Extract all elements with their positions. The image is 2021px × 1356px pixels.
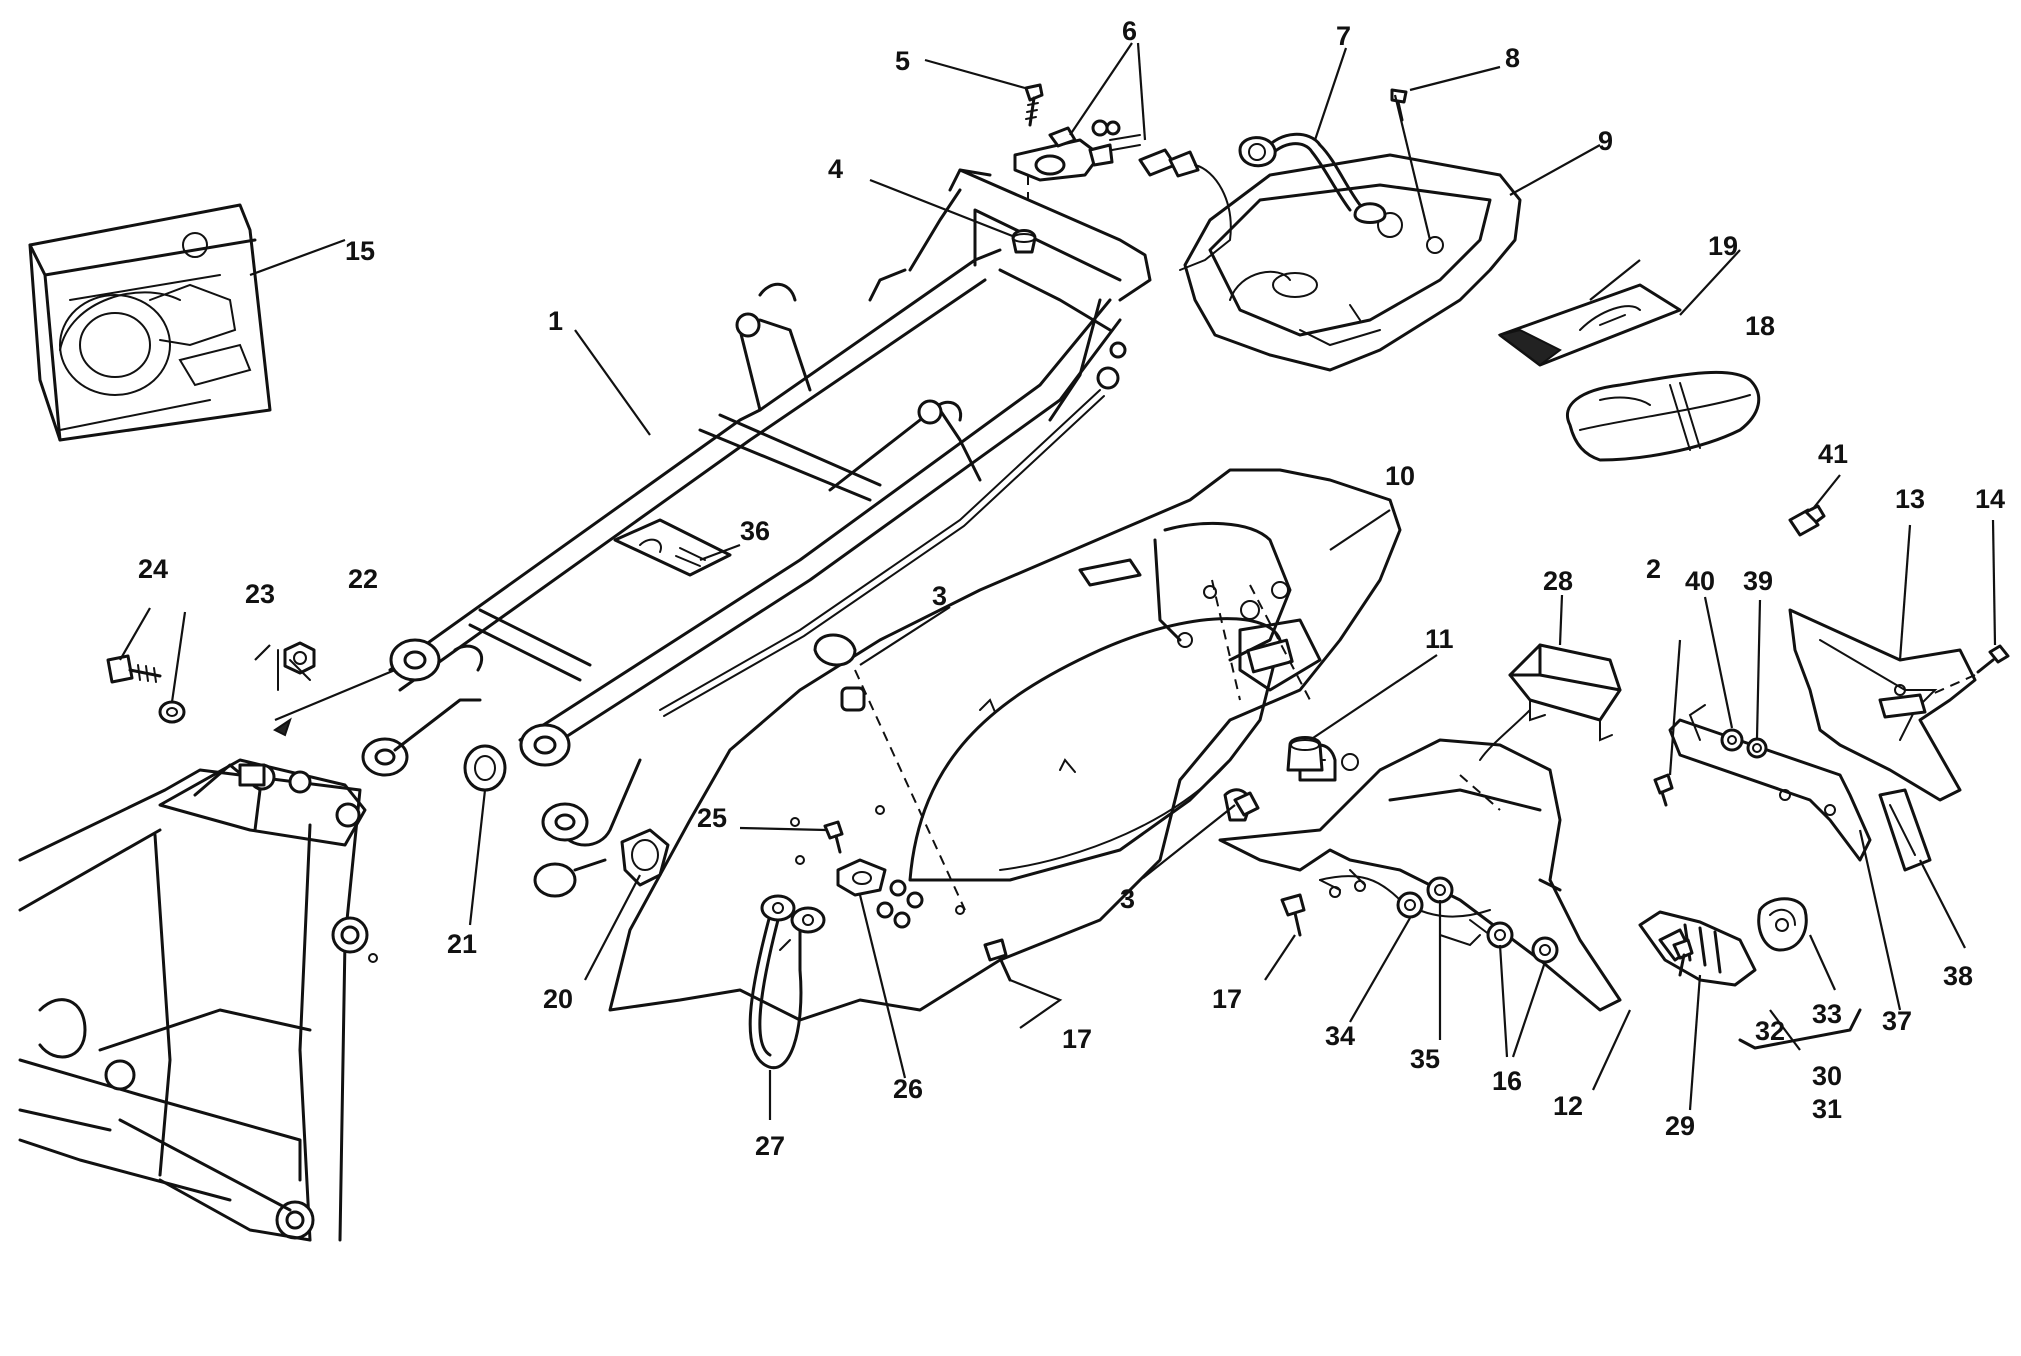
alignment-lines [854, 579, 1501, 911]
tool-roll [1566, 370, 1761, 462]
callout-29: 29 [1665, 1111, 1695, 1141]
callout-7: 7 [1336, 21, 1351, 51]
main-frame [18, 758, 378, 1242]
rear-light-unit [1479, 643, 1622, 761]
callout-4: 4 [828, 154, 843, 184]
callout-12: 12 [1553, 1091, 1583, 1121]
callout-37: 37 [1882, 1006, 1912, 1036]
callout-3-lower: 3 [1120, 884, 1135, 914]
callout-6: 6 [1122, 16, 1137, 46]
callout-19: 19 [1708, 231, 1738, 261]
callout-8: 8 [1505, 43, 1520, 73]
callout-32: 32 [1755, 1016, 1785, 1046]
screw-5 [1024, 83, 1044, 127]
seat-lock [1013, 119, 1232, 271]
callout-22: 22 [348, 564, 378, 594]
callout-39: 39 [1743, 566, 1773, 596]
callout-41: 41 [1818, 439, 1848, 469]
callout-28: 28 [1543, 566, 1573, 596]
callout-2: 2 [1646, 554, 1661, 584]
callout-13: 13 [1895, 484, 1925, 514]
owners-manual [1497, 283, 1682, 367]
rear-subframe [361, 168, 1152, 898]
callout-15: 15 [345, 236, 375, 266]
callout-25: 25 [697, 803, 727, 833]
tail-light-bracket [1218, 738, 1622, 1012]
callout-26: 26 [893, 1074, 923, 1104]
callout-36: 36 [740, 516, 770, 546]
callout-38: 38 [1943, 961, 1973, 991]
callout-20: 20 [543, 984, 573, 1014]
callout-3-upper: 3 [932, 581, 947, 611]
callout-leaders [119, 42, 1997, 1120]
callout-21: 21 [447, 929, 477, 959]
callout-9: 9 [1598, 126, 1613, 156]
callout-27: 27 [755, 1131, 785, 1161]
bulb [1788, 504, 1826, 537]
callout-16: 16 [1492, 1066, 1522, 1096]
callout-35: 35 [1410, 1044, 1440, 1074]
callout-33: 33 [1812, 999, 1842, 1029]
callout-17-right: 17 [1212, 984, 1242, 1014]
callout-30: 30 [1812, 1061, 1842, 1091]
callout-31: 31 [1812, 1094, 1842, 1124]
callout-labels: 1 2 3 3 4 5 6 7 8 9 10 11 12 13 14 15 16… [138, 16, 2005, 1161]
seat-tail-body [608, 468, 1402, 1022]
tool-tray [1183, 153, 1522, 372]
grommet-4 [1011, 229, 1037, 254]
callout-17-center: 17 [1062, 1024, 1092, 1054]
document-pouch [28, 203, 272, 442]
seat-lock-cable [1238, 132, 1362, 212]
callout-40: 40 [1685, 566, 1715, 596]
callout-14: 14 [1975, 484, 2005, 514]
callout-1: 1 [548, 306, 563, 336]
callout-11: 11 [1425, 624, 1454, 654]
hardware-left [106, 641, 1694, 1069]
callout-10: 10 [1385, 461, 1415, 491]
callout-23: 23 [245, 579, 275, 609]
callout-34: 34 [1325, 1021, 1355, 1051]
license-plate-holder [1788, 608, 1977, 802]
callout-18: 18 [1745, 311, 1775, 341]
plate-bracket [1668, 644, 2010, 872]
callout-24: 24 [138, 554, 168, 584]
turn-indicator [1638, 897, 1862, 1050]
callout-5: 5 [895, 46, 910, 76]
